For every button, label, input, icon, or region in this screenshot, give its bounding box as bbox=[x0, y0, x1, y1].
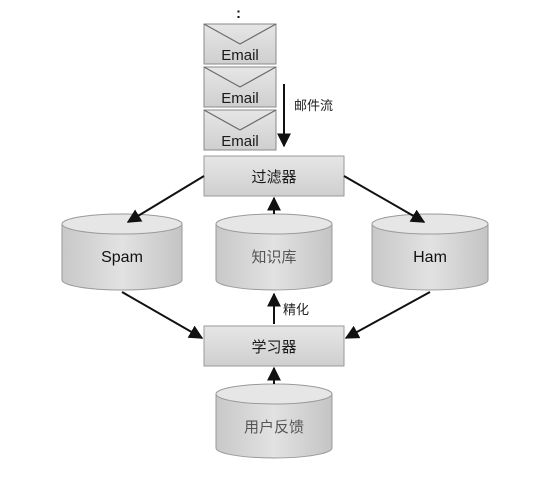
ham-label: Ham bbox=[413, 249, 447, 266]
filter-label: 过滤器 bbox=[251, 168, 296, 186]
email-label-3: Email bbox=[221, 133, 259, 150]
learner-label: 学习器 bbox=[251, 338, 296, 356]
filter-to-spam-arrow bbox=[126, 175, 205, 223]
knowledge-base-label: 知识库 bbox=[251, 248, 296, 266]
mail-stream-label: 邮件流 bbox=[294, 99, 333, 114]
user-feedback-cylinder: 用户反馈 bbox=[215, 383, 333, 459]
ham-to-learner-arrow bbox=[344, 291, 431, 339]
email-envelope-3: Email bbox=[203, 109, 277, 151]
spam-to-learner-arrow bbox=[121, 291, 204, 339]
spam-cylinder: Spam bbox=[61, 213, 183, 291]
knowledge-base-cylinder: 知识库 bbox=[215, 213, 333, 291]
filter-to-ham-arrow bbox=[343, 175, 426, 223]
ellipsis-mark: : bbox=[236, 5, 241, 22]
filter-box: 过滤器 bbox=[203, 155, 345, 197]
email-label-2: Email bbox=[221, 90, 259, 107]
learner-box: 学习器 bbox=[203, 325, 345, 367]
email-label-1: Email bbox=[221, 47, 259, 64]
spam-label: Spam bbox=[101, 249, 143, 266]
email-envelope-1: Email bbox=[203, 23, 277, 65]
refine-label: 精化 bbox=[283, 303, 309, 318]
user-feedback-label: 用户反馈 bbox=[244, 418, 304, 436]
email-envelope-2: Email bbox=[203, 66, 277, 108]
ham-cylinder: Ham bbox=[371, 213, 489, 291]
